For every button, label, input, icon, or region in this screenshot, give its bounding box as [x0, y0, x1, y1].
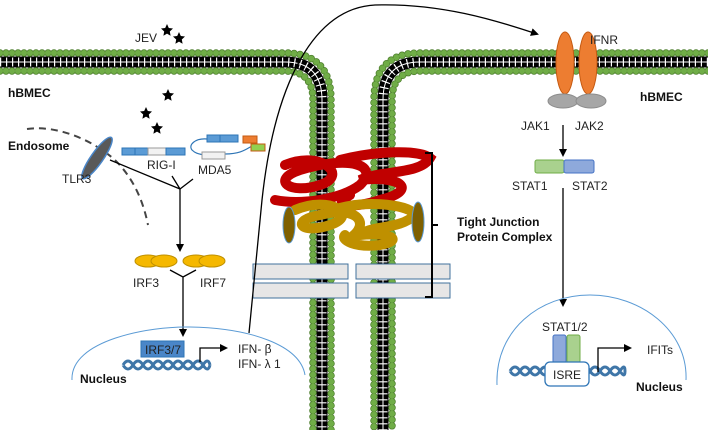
jak1-label: JAK1 — [521, 119, 550, 133]
isre-box — [544, 361, 590, 387]
tight-junction-label-1: Tight Junction — [457, 215, 539, 229]
stat1-label: STAT1 — [512, 179, 548, 193]
jev-label: JEV — [135, 31, 157, 45]
dna-left — [121, 359, 212, 371]
irf7-label: IRF7 — [200, 276, 226, 290]
jev-virion-icon — [162, 89, 174, 101]
tj-red-coil — [270, 147, 437, 211]
nucleus-left-envelope — [71, 326, 306, 381]
jak1-protein — [547, 93, 579, 109]
irf37-box — [140, 340, 185, 358]
tj-brown-ellipse-left — [282, 206, 296, 244]
transcription-arrow-left — [199, 344, 228, 362]
tj-bar-right-1 — [355, 263, 451, 280]
isre-label: ISRE — [553, 368, 581, 382]
nucleus-left-label: Nucleus — [80, 372, 127, 386]
nucleus-right-label: Nucleus — [636, 380, 683, 394]
tlr3-receptor — [81, 136, 113, 180]
irf3-protein — [134, 254, 178, 268]
nucleus-right-envelope — [496, 294, 687, 386]
ifn-secretion-arrow — [248, 4, 539, 334]
stat2-protein — [563, 159, 595, 174]
irf3-label: IRF3 — [133, 276, 159, 290]
stat1-protein — [534, 159, 565, 174]
ifits-label: IFITs — [647, 343, 673, 357]
jak2-label: JAK2 — [575, 119, 604, 133]
jev-virion-icon — [140, 107, 152, 119]
right-membrane — [370, 49, 708, 430]
tj-brown-ellipse-right — [411, 201, 425, 243]
mda5-label: MDA5 — [198, 163, 232, 177]
tj-gold-coil — [290, 199, 422, 251]
jev-virion-icon — [161, 24, 173, 36]
tj-bar-right-2 — [355, 282, 451, 299]
tight-junction-complex — [252, 147, 451, 299]
sensor-convergence-lines — [109, 159, 194, 190]
jak2-protein — [575, 93, 607, 109]
endosome-membrane — [26, 127, 149, 226]
hbmec-label-right: hBMEC — [640, 90, 683, 104]
ifnr-label: IFNR — [590, 33, 618, 47]
stat12-label: STAT1/2 — [542, 320, 588, 334]
tj-bracket — [425, 152, 438, 298]
irf37-label: IRF3/7 — [145, 343, 181, 357]
stat2-dimer-part — [566, 334, 581, 364]
stat2-label: STAT2 — [572, 179, 608, 193]
left-membrane — [0, 49, 335, 430]
rig-i-label: RIG-I — [147, 158, 176, 172]
ifn-lambda-label: IFN- λ 1 — [238, 357, 281, 371]
jev-virion-icon — [151, 122, 163, 134]
hbmec-label-left: hBMEC — [8, 86, 51, 100]
transcription-arrow-right — [597, 344, 632, 372]
irf7-protein — [182, 254, 226, 268]
tight-junction-label-2: Protein Complex — [457, 230, 553, 244]
ifnr-subunit-1 — [555, 31, 575, 95]
tlr3-label: TLR3 — [62, 172, 92, 186]
endosome-label: Endosome — [8, 139, 70, 153]
tj-bar-left-1 — [252, 263, 349, 280]
jev-virion-icon — [173, 32, 185, 44]
tj-bar-left-2 — [252, 282, 349, 299]
stat1-dimer-part — [552, 334, 567, 364]
mda5-protein — [190, 134, 266, 160]
ifn-beta-label: IFN- β — [238, 342, 272, 356]
rig-i-protein — [121, 147, 186, 156]
